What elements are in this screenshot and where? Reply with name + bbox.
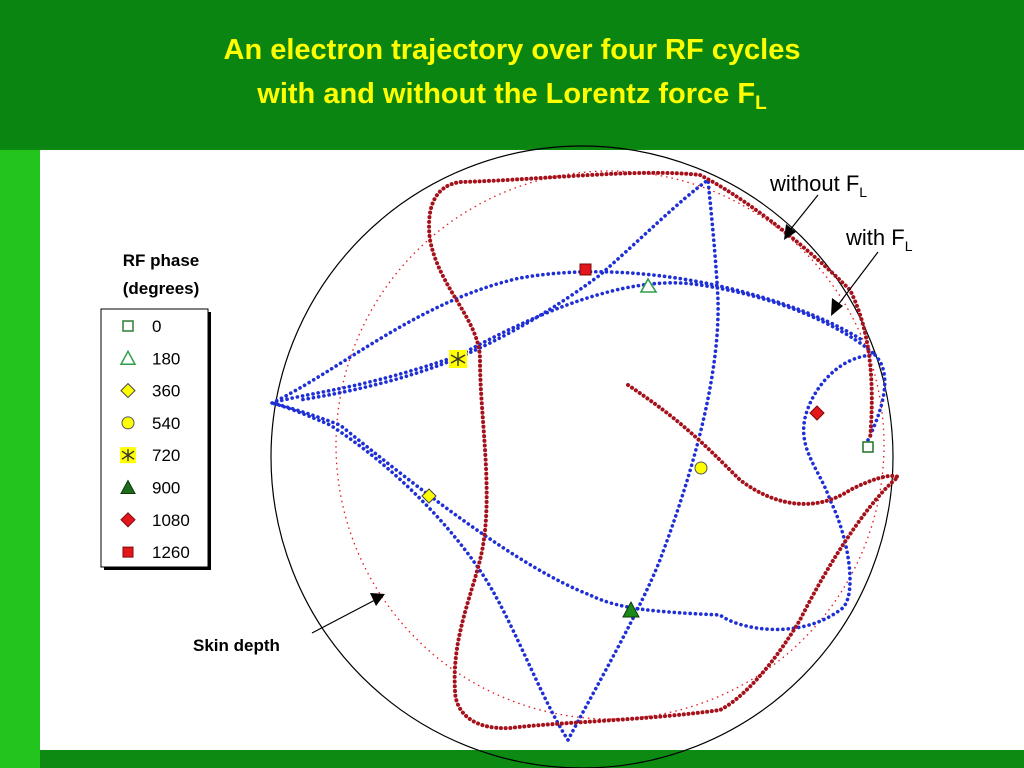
legend-item: 0 — [122, 317, 161, 336]
red-diamond-icon — [120, 512, 136, 528]
legend: RF phase (degrees) 0 180 360 540 720 900 1080 1… — [100, 251, 211, 570]
arrow-skin-depth — [311, 593, 385, 634]
bottom-green-strip — [40, 750, 1024, 768]
label-with-fl: with FL — [845, 225, 913, 254]
legend-item: 1080 — [120, 511, 190, 530]
diamond-icon — [120, 382, 136, 399]
legend-item: 540 — [121, 414, 180, 433]
trajectory-without-lorentz-force — [427, 170, 902, 731]
trajectory-with-lorentz-force — [265, 176, 887, 742]
asterisk-box-icon — [120, 447, 136, 464]
title-bar: An electron trajectory over four RF cycl… — [0, 0, 1024, 148]
marker-phase-900 — [622, 600, 640, 618]
open-square-icon — [122, 320, 134, 332]
legend-item-label: 1260 — [152, 543, 190, 562]
chamber-circle — [270, 145, 894, 768]
circle-icon — [121, 416, 135, 430]
label-without-fl: without FL — [769, 171, 867, 200]
legend-item-label: 720 — [152, 446, 180, 465]
legend-item: 180 — [119, 349, 180, 368]
title-line-2: with and without the Lorentz force FL — [0, 73, 1024, 115]
legend-item: 360 — [120, 382, 180, 401]
legend-item-label: 0 — [152, 317, 161, 336]
marker-phase-360 — [421, 488, 437, 504]
legend-heading-line-2: (degrees) — [123, 279, 200, 298]
legend-box — [100, 308, 209, 568]
marker-phase-180 — [639, 277, 658, 293]
arrow-without-fl — [784, 194, 819, 240]
title-line-2-text: with and without the Lorentz force F — [257, 78, 756, 110]
legend-item-label: 900 — [152, 479, 180, 498]
red-square-icon — [122, 546, 134, 558]
marker-phase-0 — [862, 441, 874, 453]
skin-depth-circle — [335, 170, 885, 720]
marker-phase-720 — [449, 350, 467, 368]
legend-item: 900 — [120, 479, 180, 498]
marker-phase-540 — [694, 461, 708, 475]
legend-item: 720 — [120, 446, 180, 465]
legend-heading-line-1: RF phase — [123, 251, 200, 270]
legend-item-label: 360 — [152, 382, 180, 401]
arrow-with-fl — [831, 251, 879, 316]
label-skin-depth: Skin depth — [193, 636, 280, 655]
legend-items: 0 180 360 540 720 900 1080 1260 — [119, 317, 190, 562]
legend-item: 1260 — [122, 543, 190, 562]
open-triangle-icon — [119, 349, 137, 366]
legend-item-label: 1080 — [152, 511, 190, 530]
legend-item-label: 540 — [152, 414, 180, 433]
title-line-1: An electron trajectory over four RF cycl… — [223, 34, 801, 66]
filled-triangle-icon — [120, 479, 136, 494]
marker-phase-1080 — [809, 405, 825, 421]
title-subscript: L — [755, 93, 767, 114]
marker-phase-1260 — [579, 263, 592, 276]
left-green-strip — [0, 150, 40, 768]
legend-item-label: 180 — [152, 349, 180, 368]
